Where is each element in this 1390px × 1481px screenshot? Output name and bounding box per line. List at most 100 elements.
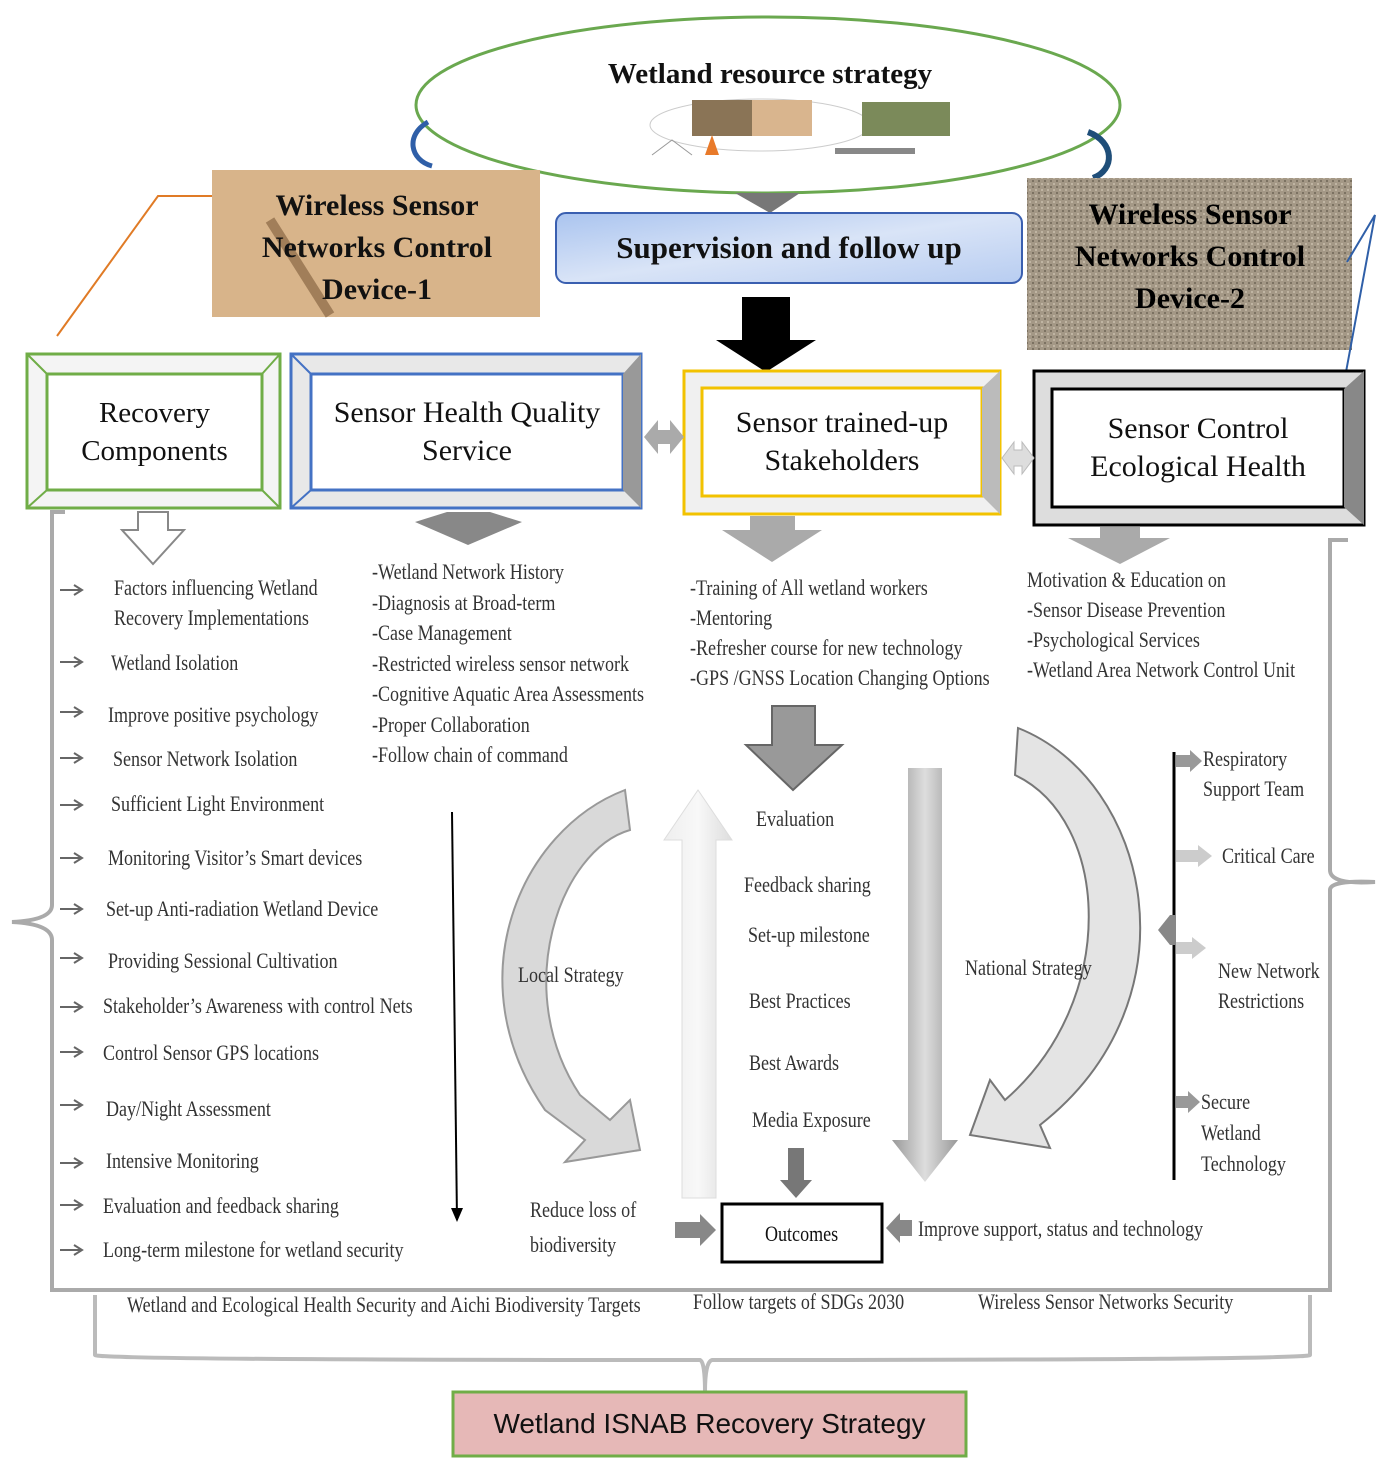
stakeholder-frame <box>682 369 1002 516</box>
outcomes-label: Outcomes <box>765 1221 839 1246</box>
list-item: -Proper Collaboration <box>372 711 530 737</box>
list-item: -Training of All wetland workers <box>690 575 928 600</box>
recovery-item: Improve positive psychology <box>108 702 319 727</box>
health-items-list: -Wetland Network History -Diagnosis at B… <box>372 557 644 771</box>
recovery-item: Long-term milestone for wetland security <box>103 1237 404 1262</box>
reduce-loss-line: biodiversity <box>530 1232 617 1257</box>
final-label-box <box>451 1390 968 1458</box>
right-item-arrows <box>1176 750 1212 1113</box>
line: Critical Care <box>1222 843 1315 868</box>
device1-label: Wireless Sensor Networks Control Device-… <box>261 189 493 306</box>
double-arrow-1 <box>644 420 684 454</box>
list-item: -Mentoring <box>690 605 773 630</box>
step-best-practices: Best Practices <box>749 988 851 1013</box>
recovery-item-arrows <box>60 584 84 1256</box>
wetland-illustration <box>649 98 950 156</box>
arrow-right-icon <box>60 1157 84 1169</box>
arrow-right-icon <box>60 1099 84 1111</box>
box-recovery-components: Recovery Components <box>81 397 228 467</box>
recovery-item: Providing Sessional Cultivation <box>108 948 338 973</box>
line: Secure <box>1201 1089 1251 1114</box>
up-arrow <box>663 789 733 1199</box>
step-evaluation: Evaluation <box>756 806 835 831</box>
list-item: -Follow chain of command <box>372 742 568 767</box>
blue-connector <box>1345 214 1376 373</box>
recovery-item: Set-up Anti-radiation Wetland Device <box>106 896 379 921</box>
recovery-item: Control Sensor GPS locations <box>103 1040 319 1065</box>
national-strategy-arrow <box>968 726 1141 1150</box>
reduce-loss-label: Reduce loss of biodiversity <box>530 1192 636 1262</box>
recovery-item: Sensor Network Isolation <box>113 746 298 771</box>
arrow-right-icon <box>60 656 84 668</box>
line: New Network <box>1218 958 1320 983</box>
hollow-down-arrow <box>119 511 187 566</box>
target-aichi: Wetland and Ecological Health Security a… <box>127 1292 641 1317</box>
list-item: -Cognitive Aquatic Area Assessments <box>372 681 645 706</box>
box-ecological-health: Sensor Control Ecological Health <box>1090 412 1306 483</box>
list-item: -Psychological Services <box>1027 627 1200 652</box>
recovery-item: Wetland Isolation <box>111 650 239 675</box>
list-item: -Case Management <box>372 620 512 645</box>
double-arrow-2 <box>1001 440 1035 476</box>
step-milestone: Set-up milestone <box>748 922 870 947</box>
arrow-right-icon <box>60 1244 84 1256</box>
arrow-right-icon <box>60 584 84 596</box>
target-sdgs: Follow targets of SDGs 2030 <box>693 1289 905 1314</box>
national-down-arrow <box>892 768 958 1182</box>
reduce-loss-line: Reduce loss of <box>530 1197 637 1222</box>
recovery-item: Evaluation and feedback sharing <box>103 1193 339 1218</box>
arrow-to-outcomes <box>675 1214 716 1246</box>
improve-support-label: Improve support, status and technology <box>918 1216 1204 1241</box>
national-strategy-label: National Strategy <box>965 955 1092 980</box>
recovery-item: Stakeholder’s Awareness with control Net… <box>103 993 413 1018</box>
supervision-label: Supervision and follow up <box>616 230 962 265</box>
arrow-right-icon <box>60 752 84 764</box>
box-sensor-health: Sensor Health Quality Service <box>333 396 601 467</box>
final-label: Wetland ISNAB Recovery Strategy <box>493 1408 926 1439</box>
stakeholder-items-list: -Training of All wetland workers -Mentor… <box>690 573 990 693</box>
arrow-right-icon <box>60 1046 84 1058</box>
list-item: -Wetland Network History <box>372 559 564 584</box>
ecological-frame <box>1032 369 1366 527</box>
step-media-exposure: Media Exposure <box>752 1107 871 1132</box>
curved-arrow-right <box>1086 129 1112 181</box>
line: Wetland <box>1201 1120 1261 1145</box>
recovery-item: Sufficient Light Environment <box>111 791 325 816</box>
recovery-item: Monitoring Visitor’s Smart devices <box>108 845 363 870</box>
resource-strategy-title: Wetland resource strategy <box>607 58 933 90</box>
orange-connector <box>56 195 212 337</box>
arrow-right-icon <box>60 903 84 915</box>
health-frame <box>289 352 643 510</box>
supervision-box <box>555 212 1023 284</box>
recovery-item: Day/Night Assessment <box>106 1096 271 1121</box>
arrow-right-icon <box>60 706 84 718</box>
recovery-item: Factors influencing Wetland Recovery Imp… <box>114 575 318 630</box>
black-down-arrow <box>716 297 816 372</box>
line: Technology <box>1201 1151 1286 1176</box>
device2-box <box>1027 178 1352 350</box>
list-item: -Restricted wireless sensor network <box>372 650 630 676</box>
arrow-right-icon <box>60 1001 84 1013</box>
box-stakeholders: Sensor trained-up Stakeholders <box>735 406 949 477</box>
target-wsn-security: Wireless Sensor Networks Security <box>978 1289 1234 1314</box>
curved-arrow-left <box>410 119 433 169</box>
arrow-from-support <box>886 1213 912 1243</box>
list-item: -GPS /GNSS Location Changing Options <box>690 665 990 690</box>
step-best-awards: Best Awards <box>749 1050 840 1075</box>
local-strategy-label: Local Strategy <box>518 962 624 987</box>
list-item: -Sensor Disease Prevention <box>1027 597 1226 622</box>
device1-box <box>212 170 540 317</box>
ecological-items-list: Motivation & Education on -Sensor Diseas… <box>1027 565 1295 685</box>
arrow-right-icon <box>60 1199 84 1211</box>
arrow-right-icon <box>60 852 84 864</box>
outcomes-box <box>720 1202 884 1264</box>
recovery-item: Intensive Monitoring <box>106 1148 259 1173</box>
device2-label: Wireless Sensor Networks Control Device-… <box>1074 198 1306 315</box>
line: Restrictions <box>1218 988 1305 1013</box>
right-item-critical-care: Critical Care <box>1222 841 1315 871</box>
list-item: -Diagnosis at Broad-term <box>372 589 556 615</box>
line: Support Team <box>1203 776 1305 801</box>
list-item: Motivation & Education on <box>1027 567 1226 592</box>
